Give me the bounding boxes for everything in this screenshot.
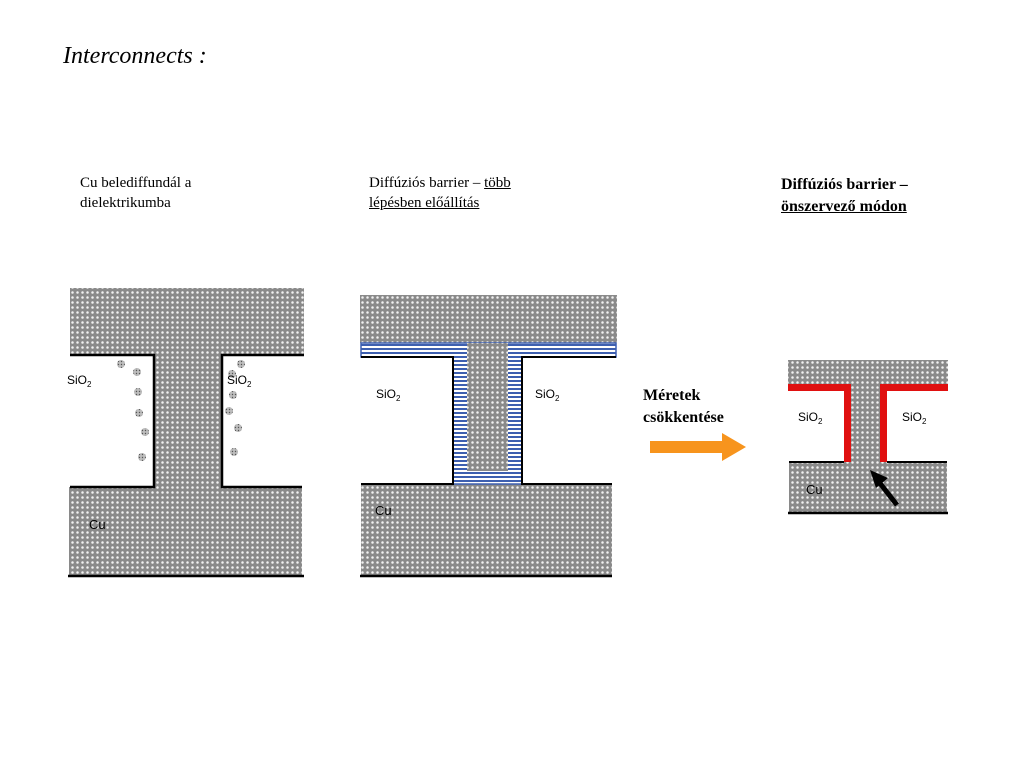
- diffusion-dot-icon: [237, 360, 245, 368]
- arrow-right-icon: [650, 433, 746, 461]
- panel3-sio2-left: SiO2: [798, 410, 823, 426]
- panel3-via-copper: [849, 389, 882, 463]
- panel3-red-barrier-right: [880, 384, 948, 462]
- panel1-caption-line1: Cu belediffundál a: [80, 175, 192, 191]
- panel1-cu-label: Cu: [89, 517, 106, 532]
- panel3-bottom-copper: [789, 462, 947, 513]
- panel2-outline: [361, 356, 616, 485]
- size-reduction-line1: Méretek: [643, 387, 701, 404]
- panel3-caption: Diffúziós barrier – önszervező módon: [781, 174, 908, 218]
- panel3-diagram: SiO2 SiO2 Cu: [788, 360, 948, 515]
- panel2-sio2-right: SiO2: [535, 387, 560, 403]
- panel2-diagram: SiO2 SiO2 Cu: [360, 295, 617, 578]
- diffusion-dot-icon: [138, 453, 146, 461]
- panel3-caption-plain: Diffúziós barrier –: [781, 176, 908, 193]
- panel2-bottom-copper: [361, 484, 612, 576]
- panel2-caption: Diffúziós barrier – több lépésben előáll…: [369, 173, 511, 213]
- diffusion-dot-icon: [134, 388, 142, 396]
- diffusion-dot-icon: [230, 448, 238, 456]
- panel3-cu-label: Cu: [806, 482, 823, 497]
- panel2-cu-label: Cu: [375, 503, 392, 518]
- size-reduction-line2: csökkentése: [643, 409, 724, 426]
- panel2-caption-underlined-1: több: [484, 175, 511, 191]
- panel1-diagram: SiO2 SiO2 Cu: [67, 288, 304, 578]
- panel1-sio2-right: SiO2: [227, 373, 252, 389]
- panel3-sio2-right: SiO2: [902, 410, 927, 426]
- panel2-caption-underlined-2: lépésben előállítás: [369, 195, 480, 211]
- panel1-outline: [70, 353, 304, 489]
- panel1-caption-line2: dielektrikumba: [80, 195, 171, 211]
- diffusion-dot-icon: [234, 424, 242, 432]
- diffusion-dot-icon: [141, 428, 149, 436]
- diffusion-dot-icon: [229, 391, 237, 399]
- diffusion-dots-left: [117, 360, 149, 461]
- size-reduction-label: Méretek csökkentése: [643, 385, 724, 429]
- page-title: Interconnects :: [63, 43, 207, 69]
- panel1-sio2-left: SiO2: [67, 373, 92, 389]
- pointer-arrow-icon: [870, 470, 899, 507]
- panel2-top-metal: [360, 295, 617, 343]
- diffusion-dot-icon: [225, 407, 233, 415]
- panel2-sio2-left: SiO2: [376, 387, 401, 403]
- diffusion-dot-icon: [117, 360, 125, 368]
- panel1-copper-fill: [69, 288, 304, 576]
- panel2-via-copper: [467, 343, 508, 471]
- diffusion-dot-icon: [133, 368, 141, 376]
- panel3-caption-underlined: önszervező módon: [781, 198, 907, 215]
- diffusion-dot-icon: [228, 370, 236, 378]
- panel2-caption-plain: Diffúziós barrier –: [369, 175, 485, 191]
- panel3-red-barrier-left: [788, 384, 851, 462]
- diffusion-dots-right: [225, 360, 245, 456]
- diffusion-dot-icon: [135, 409, 143, 417]
- panel1-caption: Cu belediffundál a dielektrikumba: [80, 173, 191, 213]
